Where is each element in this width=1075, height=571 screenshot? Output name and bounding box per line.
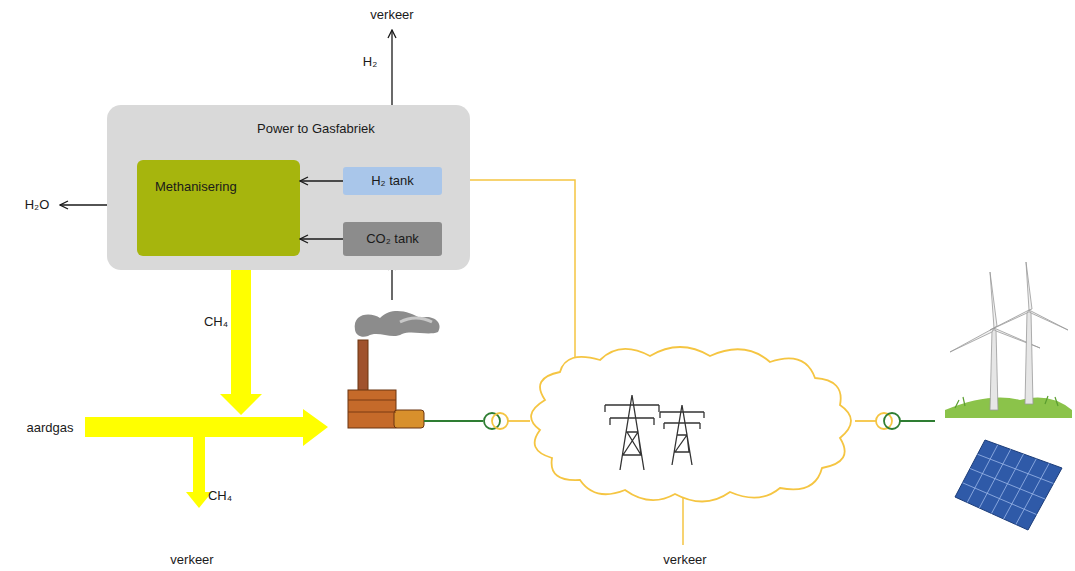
node-text: Methanisering [155,179,237,195]
flow-label: verkeer [370,7,413,23]
factory-panel: Power to GasfabriekMethanisering H₂ tankC… [107,105,470,270]
gas-flow [85,256,328,508]
wind-turbine [945,262,1072,418]
flow-label: H₂ [363,54,377,70]
flow-label: CH₄ [208,488,232,504]
process-box: Methanisering [137,160,300,256]
flow-label: CH₄ [204,314,228,330]
node-text: Power to Gasfabriek [257,121,375,137]
flow-label: aardgas [27,420,74,436]
grid-cloud [531,347,851,502]
flow-label: H₂O [25,197,50,213]
node-text: CO₂ tank [366,231,419,247]
factory-icon [348,311,440,428]
tank-box: H₂ tank [343,167,442,195]
node-text: H₂ tank [371,173,414,189]
flow-label: verkeer [170,552,213,568]
pylon [605,395,704,470]
solar-panel [955,440,1062,530]
tank-box: CO₂ tank [343,222,442,256]
flow-label: verkeer [663,552,706,568]
